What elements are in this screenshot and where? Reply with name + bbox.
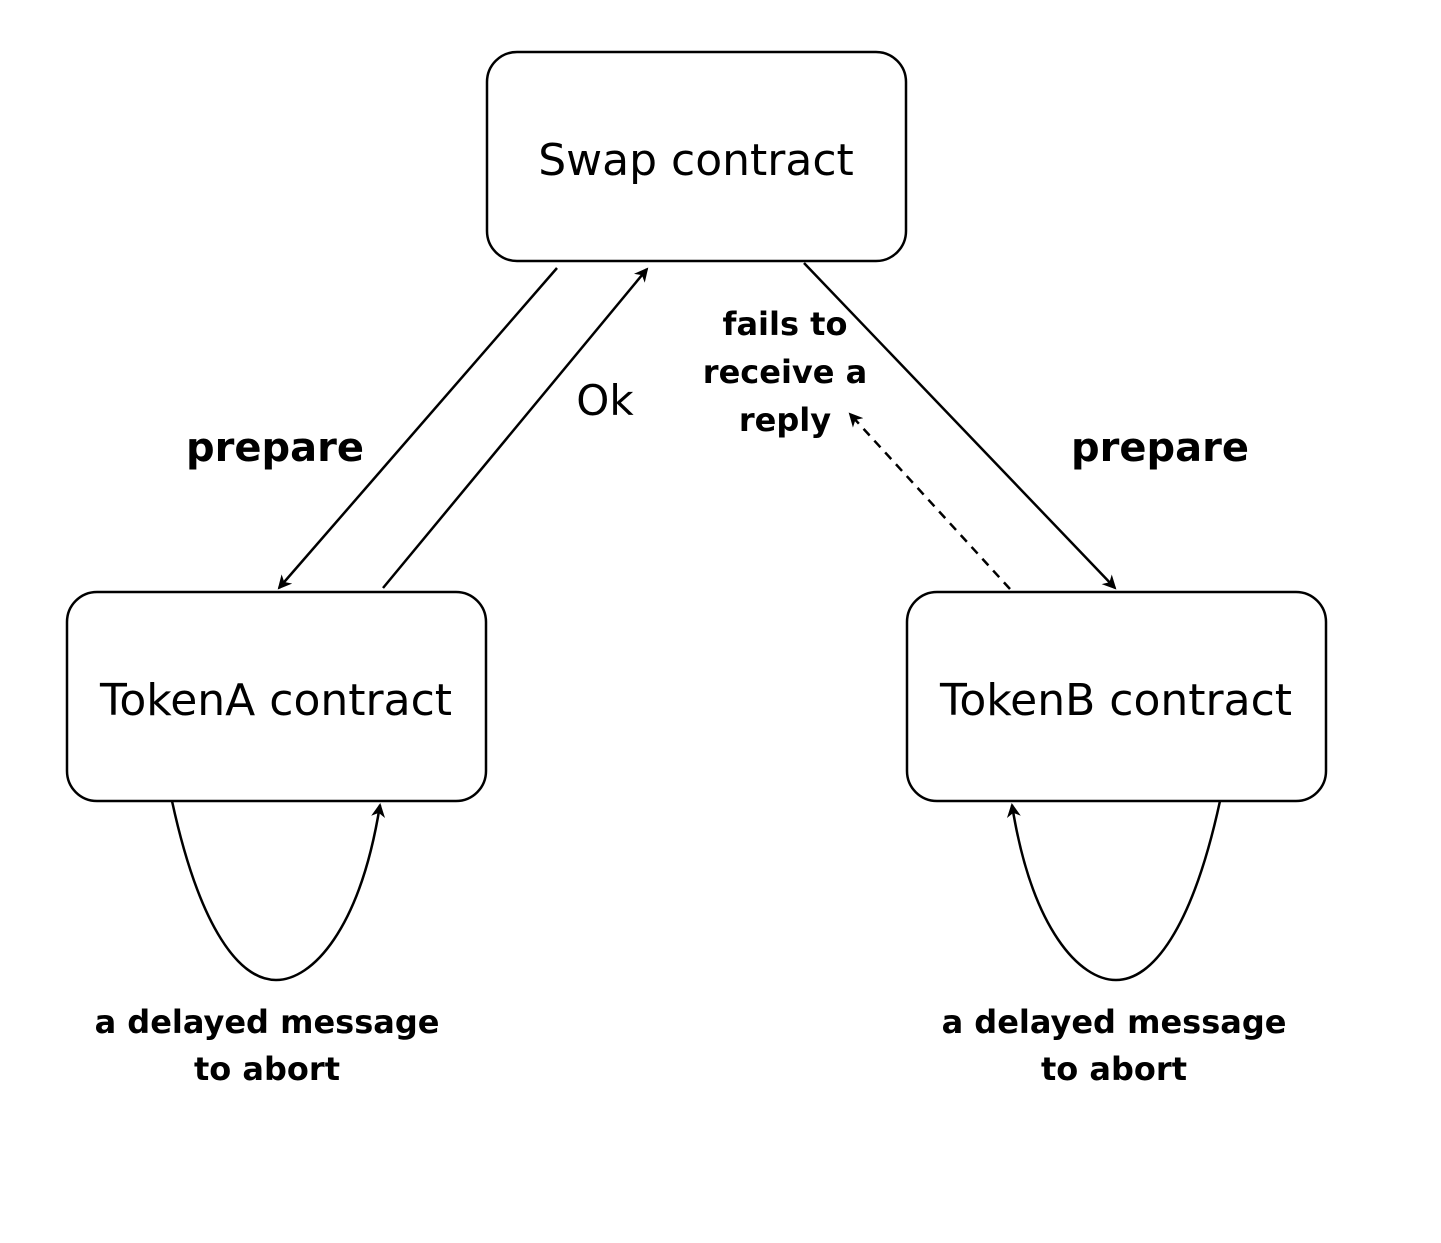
label-delayed-right-line-2: to abort [1041,1050,1187,1088]
label-ok: Ok [576,376,634,425]
swap-contract-label: Swap contract [538,135,854,186]
label-fails-line-2: receive a [703,353,867,391]
label-fails-line-1: fails to [723,305,848,343]
edge-tokena-self-loop[interactable] [170,800,386,982]
edge-tokenb-to-swap-fails[interactable] [848,412,1011,590]
label-prepare-left: prepare [186,425,364,471]
tokena-contract-box[interactable] [65,590,488,803]
edge-swap-to-tokena-prepare[interactable] [277,267,558,590]
label-delayed-left-line-2: to abort [194,1050,340,1088]
swap-contract-box[interactable] [485,50,908,263]
label-delayed-right-line-1: a delayed message [942,1003,1287,1041]
node-swap-contract[interactable]: Swap contract [485,50,908,263]
label-delayed-left-line-1: a delayed message [95,1003,440,1041]
node-tokena-contract[interactable]: TokenA contract [65,590,488,803]
edge-tokenb-self-loop[interactable] [1006,800,1222,982]
tokenb-contract-label: TokenB contract [939,675,1292,726]
tokena-contract-label: TokenA contract [99,675,452,726]
label-fails-line-3: reply [739,401,831,439]
edge-swap-to-tokenb-prepare[interactable] [803,262,1117,590]
edge-tokena-to-swap-ok[interactable] [382,267,649,589]
tokenb-contract-box[interactable] [905,590,1328,803]
node-tokenb-contract[interactable]: TokenB contract [905,590,1328,803]
label-prepare-right: prepare [1071,425,1249,471]
